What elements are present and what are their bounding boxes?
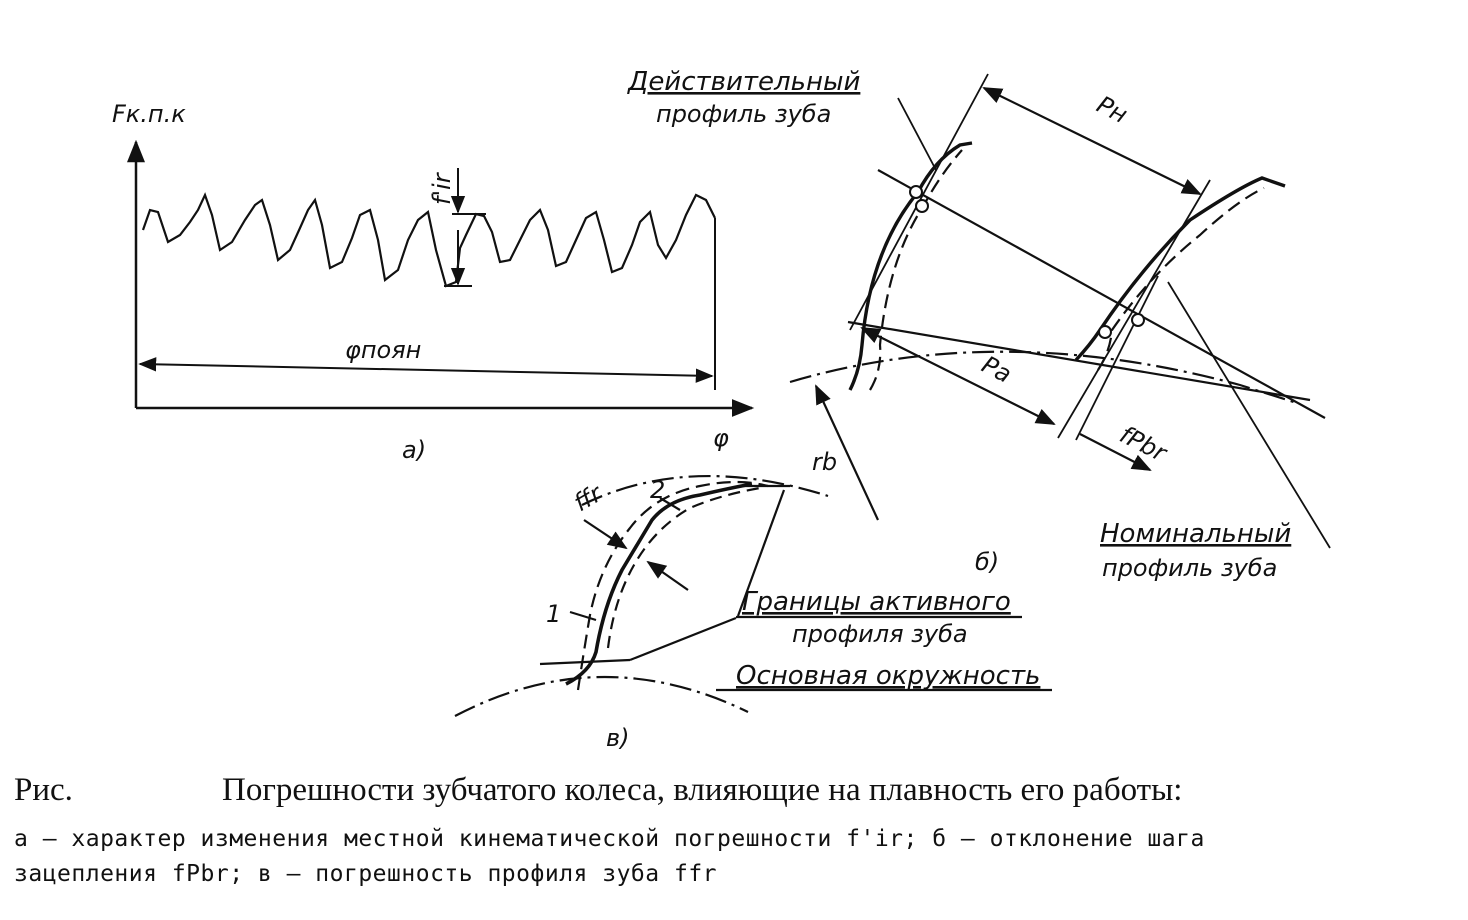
active-bound-lower [539,658,631,666]
marker-2-leader [659,497,681,511]
rb-arrow [815,384,879,521]
contact-point [1131,313,1145,327]
outer-circle-arc [581,474,829,506]
base-circle-arc-c [454,675,749,717]
caption-line-2: зацепления fPbr; в — погрешность профиля… [14,861,718,887]
panel-a-label: а) [402,436,426,464]
contact-point [915,199,929,213]
figure-title: Погрешности зубчатого колеса, влияющие н… [222,772,1183,808]
base-circle-label: Основная окружность [736,661,1040,691]
contact-points [909,185,1145,339]
nominal-profile-left [869,149,963,391]
nominal-profile-right [1097,187,1265,371]
pn-arrow [982,87,1202,195]
fpbr-arrow [1079,433,1152,471]
rb-label: rb [812,448,837,476]
profile-actual-c [565,482,753,686]
active-bounds-leader-bottom [629,616,737,662]
pn-ext-right [1057,179,1211,439]
fpbr-ext [1075,275,1159,441]
y-axis-label: Fк.п.к [112,100,186,128]
marker-2: 2 [650,476,665,504]
nominal-profile-label-1: Номинальный [1100,519,1291,549]
figure-caption-body: а — характер изменения местной кинематич… [14,822,1414,892]
active-bounds-leader-top [736,489,786,617]
nominal-profile-label-2: профиль зуба [1102,554,1277,582]
base-circle-arc-b [789,350,1301,406]
marker-1-leader [569,610,597,622]
ffr-label: ffr [569,478,608,517]
pn-label: Pн [1092,90,1132,129]
kinematic-error-curve [141,192,716,288]
actual-profile-leader [897,97,937,171]
pa-arrow [860,327,1056,425]
range-arrow [138,357,714,383]
fpbr-label: fPbr [1115,420,1172,468]
active-bounds-label-1: Границы активного [742,587,1011,617]
ffr-arrow-left [583,519,628,550]
panel-b-label: б) [975,548,999,576]
actual-profile-label-2: профиль зуба [656,100,831,128]
contact-point [1098,325,1112,339]
panel-a [127,139,755,417]
range-label: φпоян [345,336,421,364]
action-line-upper [877,169,1326,419]
figure-prefix: Рис. [14,772,73,808]
profile-nominal-c [576,480,769,691]
panel-c [454,474,1052,717]
marker-1: 1 [546,600,561,628]
pa-label: Pа [977,350,1016,388]
action-line-lower [847,320,1311,402]
caption-line-1: а — характер изменения местной кинематич… [14,826,1205,852]
actual-profile-left [848,141,973,391]
nominal-profile-leader [1167,281,1331,549]
profile-nominal-c2 [606,486,761,649]
panel-b [789,73,1331,549]
contact-point [909,185,923,199]
active-bounds-label-2: профиля зуба [792,620,968,648]
ffr-arrow-right [646,560,689,591]
actual-profile-right [1074,176,1286,362]
actual-profile-label-1: Действительный [627,67,860,97]
panel-c-label: в) [606,724,630,752]
x-axis-label: φ [713,424,729,452]
amplitude-label: f'ir [428,171,456,205]
